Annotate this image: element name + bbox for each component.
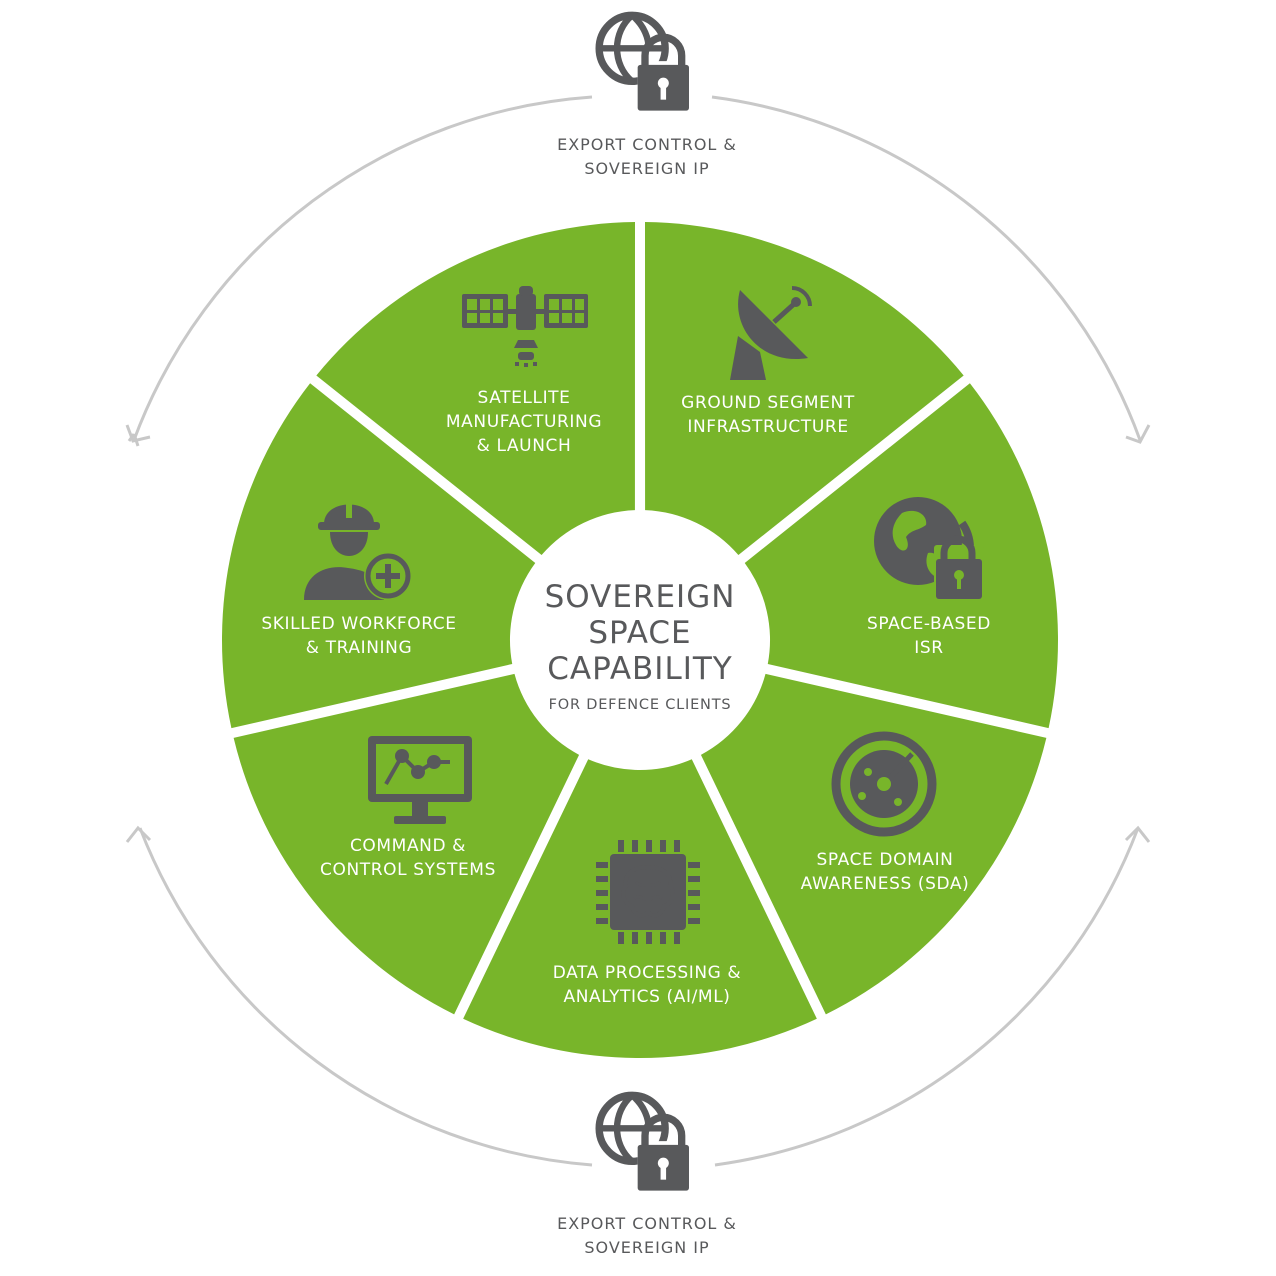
segment-5-label-1: COMMAND &	[350, 836, 466, 856]
radar-icon	[831, 731, 937, 837]
segment-3-label-1: SPACE DOMAIN	[817, 850, 954, 870]
segment-6-label-2: & TRAINING	[306, 638, 412, 658]
segment-1-label-1: GROUND SEGMENT	[681, 393, 855, 413]
segment-0-label-2: MANUFACTURING	[446, 412, 602, 432]
globe-lock-icon	[599, 15, 689, 110]
center-title-line-3: CAPABILITY	[547, 651, 732, 687]
segment-ground	[644, 222, 964, 556]
export-top-line-2: SOVEREIGN IP	[584, 159, 709, 178]
segment-2-label-1: SPACE-BASED	[867, 614, 991, 634]
center-subtitle: FOR DEFENCE CLIENTS	[549, 697, 732, 713]
export-bottom-line-2: SOVEREIGN IP	[584, 1238, 709, 1257]
segment-4-label-2: ANALYTICS (AI/ML)	[563, 987, 730, 1007]
segment-4-label-1: DATA PROCESSING &	[553, 963, 742, 983]
export-top-line-1: EXPORT CONTROL &	[557, 135, 737, 154]
segment-sda	[700, 673, 1047, 1015]
segment-2-label-2: ISR	[914, 638, 943, 658]
segment-3-label-2: AWARENESS (SDA)	[801, 874, 970, 894]
segment-1-label-2: INFRASTRUCTURE	[687, 417, 848, 437]
center-circle	[512, 512, 768, 768]
ai-chip-icon	[596, 840, 700, 944]
center-title-line-2: SPACE	[588, 615, 691, 651]
segment-command	[233, 673, 580, 1015]
segment-0-label-3: & LAUNCH	[477, 436, 572, 456]
segment-0-label-1: SATELLITE	[477, 388, 570, 408]
monitor-analytics-icon	[368, 736, 472, 824]
segment-6-label-1: SKILLED WORKFORCE	[261, 614, 456, 634]
globe-lock-icon	[599, 1095, 689, 1190]
center-title-line-1: SOVEREIGN	[545, 579, 736, 615]
satellite-dish-icon	[730, 286, 812, 380]
worker-icon	[304, 498, 412, 600]
satellite-icon	[462, 286, 588, 367]
segment-5-label-2: CONTROL SYSTEMS	[320, 860, 496, 880]
globe-lock-icon	[874, 497, 984, 599]
flow-arrows	[125, 95, 1151, 1167]
export-bottom-line-1: EXPORT CONTROL &	[557, 1214, 737, 1233]
